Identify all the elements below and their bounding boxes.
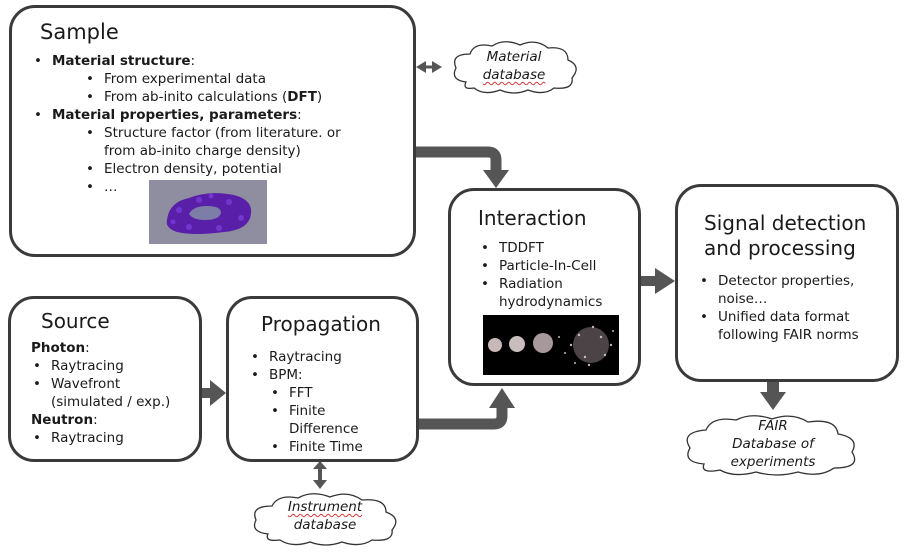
fair-line3: experiments [730,454,816,470]
photon-item-continuation: (simulated / exp.) [51,394,171,410]
interaction-item-continuation: hydrodynamics [499,294,603,310]
properties-heading-item: Material properties, parameters: [32,106,302,124]
signal-to-fair-connector [767,380,779,394]
bpm-item: FFT [269,384,363,402]
sample-structure-list: Material structure: [32,52,195,70]
sample-properties-items: Structure factor (from literature. or fr… [84,124,341,196]
photon-label-row: Photon: [31,339,90,357]
structure-heading-item: Material structure: [32,52,195,70]
property-item: Structure factor (from literature. or [84,124,341,142]
material-db-line1: Material [486,49,542,65]
fair-line1: FAIR [758,418,788,434]
fair-line2: Database of [732,436,814,452]
sample-material-db-right-arrowhead [432,61,442,73]
dft-label: DFT [287,89,317,105]
propagation-to-interaction-arrowhead [489,388,515,408]
propagation-item: Raytracing [249,348,342,366]
propagation-title: Propagation [261,312,381,336]
signal-title-line2: and processing [704,236,856,260]
instrument-db-line1: Instrument [287,499,363,515]
structure-item: From ab-inito calculations (DFT) [84,88,322,106]
property-item: … [84,178,341,196]
signal-item-continuation: noise… [718,291,768,307]
sample-to-interaction-connector [413,146,502,170]
property-item-continuation: from ab-inito charge density) [104,143,301,159]
sample-properties-list: Material properties, parameters: [32,106,302,124]
propagation-box: Propagation Raytracing BPM: FFT Finite D… [226,296,419,462]
interaction-item: Radiation [479,275,602,293]
instrument-database-label: Instrument database [244,498,406,534]
neutron-label: Neutron [31,412,94,428]
propagation-instrument-db-down-arrowhead [313,480,327,489]
material-database-cloud: Material database [444,36,584,96]
signal-item-continuation: following FAIR norms [718,327,859,343]
bpm-sub-list: FFT Finite Difference Finite Time [269,384,363,456]
photon-item: Wavefront [31,375,170,393]
structure-heading-colon: : [190,53,196,69]
neutron-colon: : [93,412,98,428]
interaction-title: Interaction [478,206,587,230]
source-box: Source Photon: Raytracing Wavefront (sim… [8,296,202,462]
sample-title: Sample [40,20,119,44]
bpm-item-continuation: Difference [289,421,359,437]
instrument-db-line2: database [293,517,357,533]
photon-item: Raytracing [31,357,170,375]
interaction-item: TDDFT [479,239,602,257]
structure-item-text: From ab-inito calculations ( [104,89,288,105]
simulation-snapshot-graphic [483,315,619,375]
signal-title-line1: Signal detection [704,211,867,235]
interaction-box: Interaction TDDFT Particle-In-Cell Radia… [448,188,641,386]
sample-structure-items: From experimental data From ab-inito cal… [84,70,322,106]
cloud-shape [686,415,856,476]
propagation-item: BPM: [249,366,342,384]
signal-list: Detector properties, noise… Unified data… [698,272,859,344]
material-db-line2: database [482,67,546,83]
photon-list: Raytracing Wavefront (simulated / exp.) [31,357,170,411]
properties-heading-colon: : [297,107,302,123]
signal-item: Detector properties, [698,272,859,290]
propagation-instrument-db-up-arrowhead [313,461,327,469]
neutron-item: Raytracing [31,429,124,447]
instrument-database-cloud: Instrument database [244,488,406,548]
sample-material-db-left-arrowhead [416,61,426,73]
material-database-label: Material database [444,48,584,84]
source-to-propagation-connector [202,388,212,398]
interaction-item: Particle-In-Cell [479,257,602,275]
fair-database-label: FAIR Database of experiments [676,417,870,471]
sample-structure-graphic [149,180,267,244]
simulation-snapshot-image [483,315,619,375]
cloud-shape [453,41,577,94]
interaction-list: TDDFT Particle-In-Cell Radiation hydrody… [479,239,602,311]
neutron-list: Raytracing [31,429,124,447]
propagation-list: Raytracing BPM: [249,348,342,384]
signal-processing-box: Signal detection and processing Detector… [675,184,899,382]
photon-label: Photon [31,340,86,356]
propagation-to-interaction-connector [418,408,508,430]
signal-to-fair-arrowhead [760,392,786,410]
structure-item-close: ) [316,89,323,105]
interaction-to-signal-arrowhead [655,268,675,294]
fair-database-cloud: FAIR Database of experiments [676,410,870,478]
bpm-item: Finite [269,402,363,420]
signal-item: Unified data format [698,308,859,326]
cloud-shape [253,493,397,546]
properties-heading: Material properties, parameters [52,107,298,123]
sample-structure-image [149,180,267,244]
interaction-to-signal-connector [641,276,657,286]
structure-item: From experimental data [84,70,322,88]
structure-heading: Material structure [52,53,191,69]
neutron-label-row: Neutron: [31,411,98,429]
property-item: Electron density, potential [84,160,341,178]
bpm-item: Finite Time [269,438,363,456]
sample-box: Sample Material structure: From experime… [9,5,416,257]
sample-to-interaction-arrowhead [483,170,509,188]
source-to-propagation-arrowhead [210,380,226,406]
photon-colon: : [85,340,90,356]
source-title: Source [41,309,110,333]
